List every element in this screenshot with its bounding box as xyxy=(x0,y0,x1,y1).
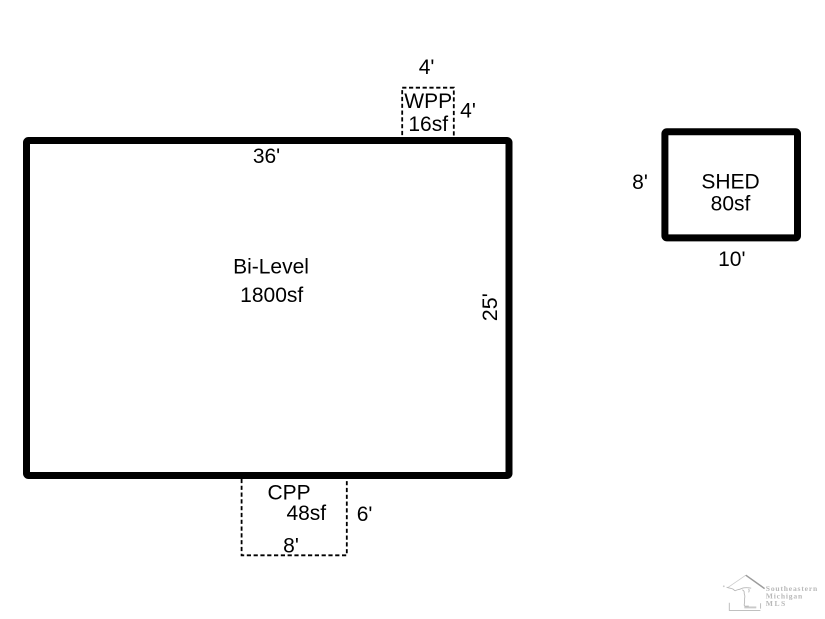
svg-text:8': 8' xyxy=(632,171,648,194)
svg-text:8': 8' xyxy=(283,535,299,558)
svg-text:6': 6' xyxy=(357,503,373,526)
svg-text:48sf: 48sf xyxy=(286,502,326,525)
svg-text:1800sf: 1800sf xyxy=(240,284,303,307)
svg-text:SHED: SHED xyxy=(701,171,759,194)
svg-text:25': 25' xyxy=(478,293,502,321)
svg-text:CPP: CPP xyxy=(268,482,311,505)
svg-text:WPP: WPP xyxy=(404,90,452,113)
svg-text:10': 10' xyxy=(718,248,745,271)
svg-text:MLS: MLS xyxy=(766,599,787,608)
svg-text:Bi-Level: Bi-Level xyxy=(233,256,309,279)
svg-text:80sf: 80sf xyxy=(711,192,751,215)
svg-text:36': 36' xyxy=(253,145,280,168)
svg-text:4': 4' xyxy=(419,56,435,79)
svg-text:4': 4' xyxy=(460,100,476,123)
svg-text:Southeastern: Southeastern xyxy=(766,584,818,593)
svg-text:16sf: 16sf xyxy=(408,113,448,136)
svg-text:Michigan: Michigan xyxy=(766,591,803,600)
